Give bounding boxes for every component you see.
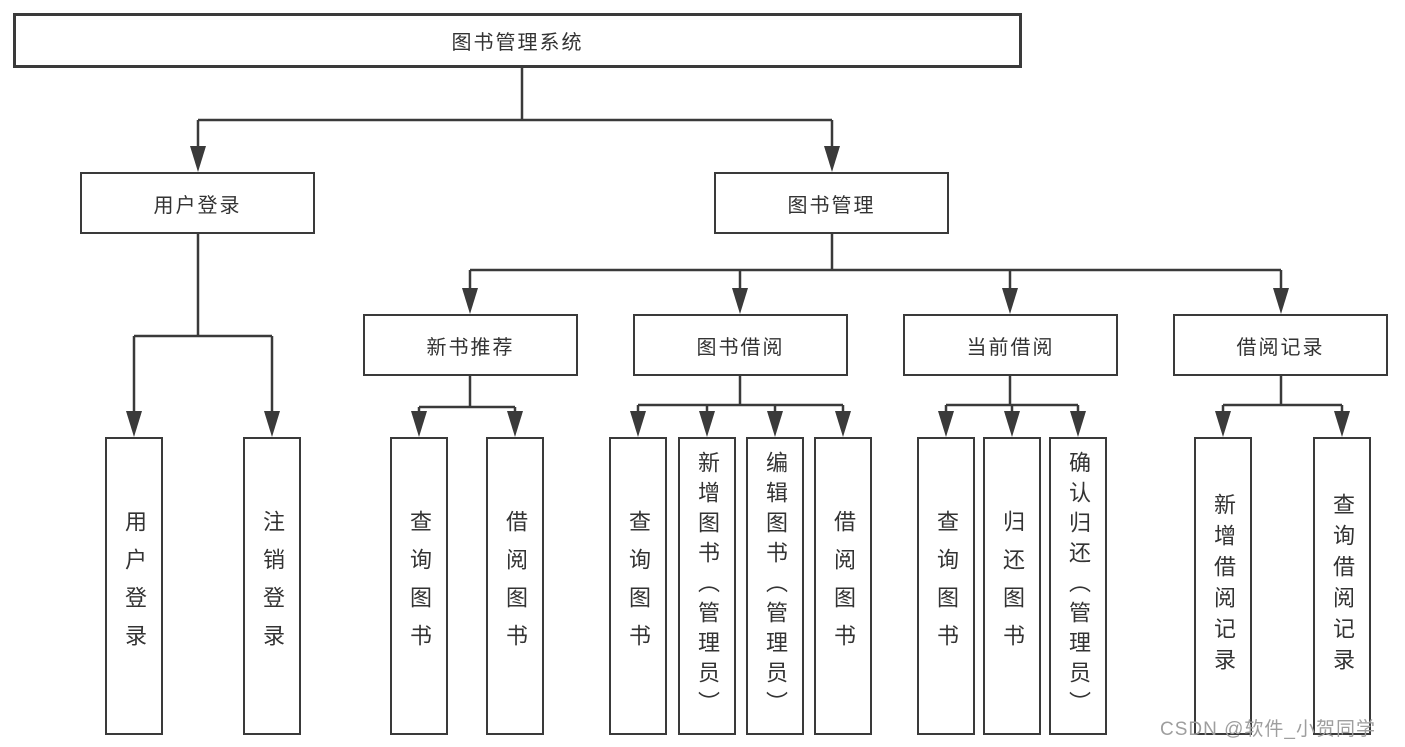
leaf-add-borrow-record: 新增借阅记录: [1194, 437, 1252, 735]
leaf-query-borrow-record: 查询借阅记录: [1313, 437, 1371, 735]
node-book-management-label: 图书管理: [787, 194, 876, 217]
node-book-borrowing: 图书借阅: [633, 314, 848, 376]
leaf-query-books-1: 查询图书: [390, 437, 448, 735]
node-borrow-records-label: 借阅记录: [1236, 336, 1325, 359]
leaf-query-books-1-label: 查询图书: [407, 510, 432, 662]
leaf-return-books: 归还图书: [983, 437, 1041, 735]
node-book-borrowing-label: 图书借阅: [696, 336, 785, 359]
leaf-query-books-3-label: 查询图书: [934, 510, 959, 662]
node-current-borrowing-label: 当前借阅: [966, 336, 1055, 359]
leaf-user-login-label: 用户登录: [122, 510, 147, 662]
leaf-borrow-books-2-label: 借阅图书: [831, 510, 856, 662]
node-user-login-label: 用户登录: [153, 194, 242, 217]
leaf-user-login: 用户登录: [105, 437, 163, 735]
leaf-borrow-books-1: 借阅图书: [486, 437, 544, 735]
node-user-login: 用户登录: [80, 172, 315, 234]
leaf-logout: 注销登录: [243, 437, 301, 735]
leaf-add-borrow-record-label: 新增借阅记录: [1211, 493, 1236, 679]
leaf-confirm-return-admin: 确认归还（管理员）: [1049, 437, 1107, 735]
node-borrow-records: 借阅记录: [1173, 314, 1388, 376]
leaf-borrow-books-1-label: 借阅图书: [503, 510, 528, 662]
node-library-system: 图书管理系统: [13, 13, 1022, 68]
node-new-book-recommend-label: 新书推荐: [426, 336, 515, 359]
leaf-query-borrow-record-label: 查询借阅记录: [1330, 493, 1355, 679]
leaf-return-books-label: 归还图书: [1000, 510, 1025, 662]
node-current-borrowing: 当前借阅: [903, 314, 1118, 376]
leaf-borrow-books-2: 借阅图书: [814, 437, 872, 735]
leaf-logout-label: 注销登录: [260, 510, 285, 662]
node-new-book-recommend: 新书推荐: [363, 314, 578, 376]
leaf-edit-book-admin: 编辑图书（管理员）: [746, 437, 804, 735]
node-library-system-label: 图书管理系统: [451, 32, 584, 54]
node-book-management: 图书管理: [714, 172, 949, 234]
leaf-add-book-admin: 新增图书（管理员）: [678, 437, 736, 735]
leaf-confirm-return-admin-label: 确认归还（管理员）: [1066, 451, 1091, 721]
leaf-query-books-2: 查询图书: [609, 437, 667, 735]
leaf-add-book-admin-label: 新增图书（管理员）: [695, 451, 720, 721]
leaf-query-books-3: 查询图书: [917, 437, 975, 735]
csdn-watermark: CSDN @软件_小贺同学: [1160, 719, 1376, 740]
leaf-query-books-2-label: 查询图书: [626, 510, 651, 662]
leaf-edit-book-admin-label: 编辑图书（管理员）: [763, 451, 788, 721]
